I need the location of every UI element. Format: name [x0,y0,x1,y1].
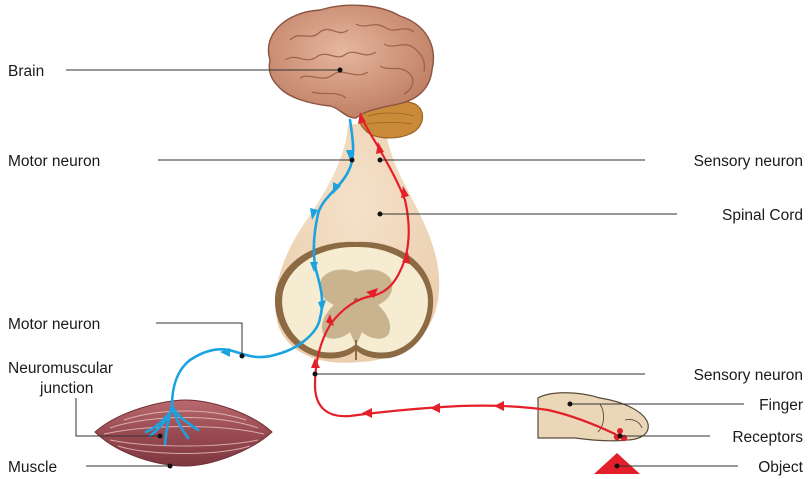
label-motor-neuron-bottom: Motor neuron [8,316,100,333]
label-finger: Finger [759,397,803,414]
label-brain: Brain [8,63,44,80]
label-spinal-cord: Spinal Cord [722,207,803,224]
label-object: Object [758,459,803,476]
finger [538,393,648,441]
label-muscle: Muscle [8,459,57,476]
label-sensory-neuron-top: Sensory neuron [694,153,803,170]
label-sensory-neuron-bottom: Sensory neuron [694,367,803,384]
brain [268,5,433,118]
label-receptors: Receptors [732,429,803,446]
label-motor-neuron-top: Motor neuron [8,153,100,170]
spinal-cord-cross-section [275,242,433,360]
label-neuromuscular: Neuromuscular [8,360,113,377]
label-junction: junction [39,380,93,397]
